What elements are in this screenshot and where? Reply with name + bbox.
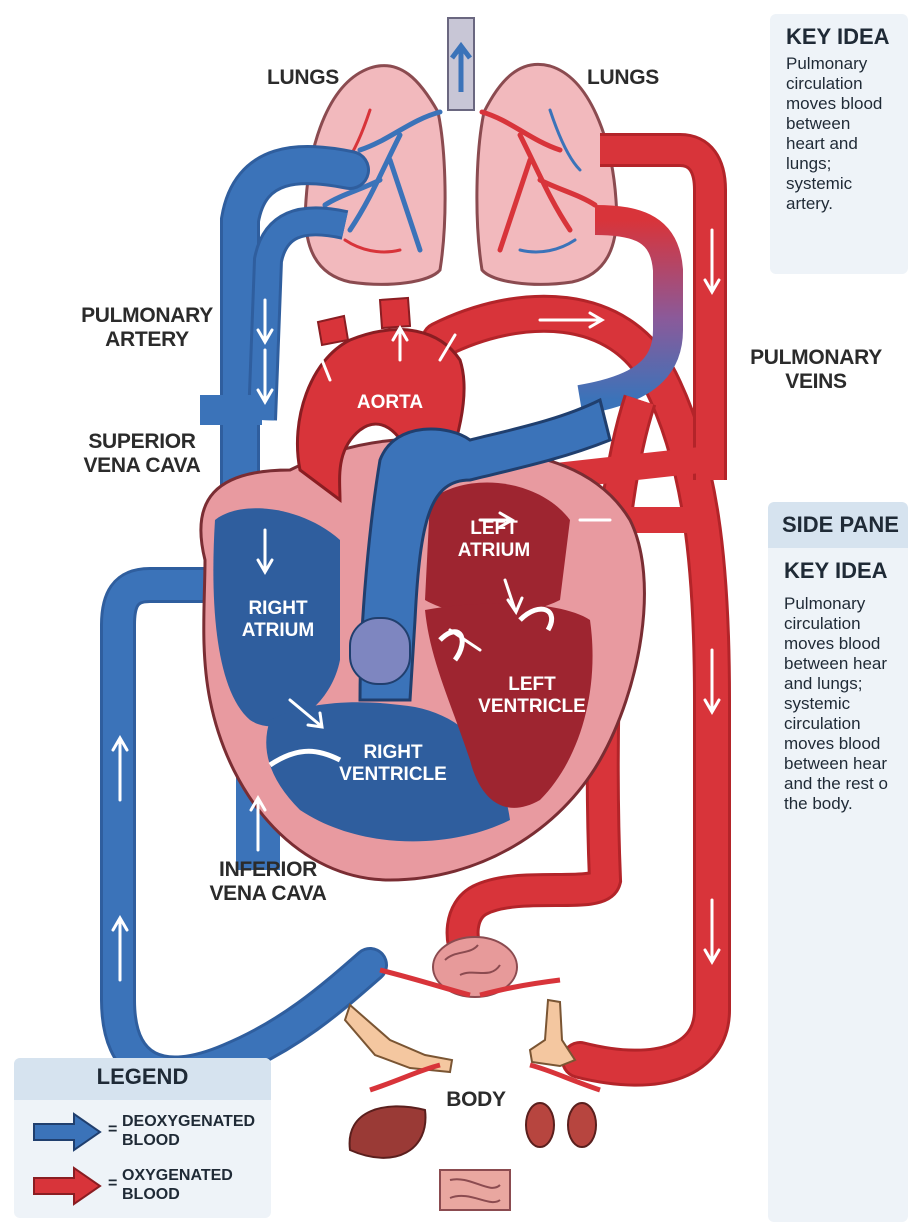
label-body: BODY — [434, 1088, 518, 1112]
legend-label-deoxygenated: DEOXYGENATED BLOOD — [122, 1112, 255, 1150]
key-idea-top-panel: KEY IDEA Pulmonary circulation moves blo… — [770, 14, 908, 274]
arm-icon — [345, 1005, 452, 1072]
aorta-branch-1 — [318, 316, 348, 345]
pulmonary-valve — [350, 618, 410, 684]
oxygenated-arrow-icon — [30, 1164, 104, 1208]
label-right-atrium: RIGHT ATRIUM — [226, 598, 330, 642]
label-left-ventricle: LEFT VENTRICLE — [468, 674, 596, 718]
label-lungs-left: LUNGS — [265, 66, 341, 90]
deoxygenated-arrow-icon — [30, 1110, 104, 1154]
liver-icon — [350, 1106, 426, 1157]
side-panel-header: SIDE PANE — [782, 512, 899, 538]
label-pulmonary-artery: PULMONARY ARTERY — [78, 304, 216, 352]
side-panel-text: Pulmonary circulation moves blood betwee… — [784, 594, 908, 814]
label-lungs-right: LUNGS — [585, 66, 661, 90]
intestines-icon — [440, 1170, 510, 1210]
label-superior-vena-cava: SUPERIOR VENA CAVA — [80, 430, 204, 478]
kidneys-icon — [526, 1103, 596, 1147]
side-panel: SIDE PANE KEY IDEA Pulmonary circulation… — [768, 502, 908, 1222]
legend-title: LEGEND — [14, 1064, 271, 1090]
legend-label-oxygenated: OXYGENATED BLOOD — [122, 1166, 233, 1204]
label-inferior-vena-cava: INFERIOR VENA CAVA — [200, 858, 336, 906]
label-right-ventricle: RIGHT VENTRICLE — [320, 742, 466, 786]
aorta-branch-2 — [380, 298, 410, 328]
legend: LEGEND = DEOXYGENATED BLOOD = OXYGENATED… — [14, 1058, 271, 1218]
side-panel-title: KEY IDEA — [784, 558, 888, 584]
label-aorta: AORTA — [340, 392, 440, 414]
key-idea-top-title: KEY IDEA — [786, 24, 890, 50]
label-left-atrium: LEFT ATRIUM — [450, 518, 538, 562]
key-idea-top-text: Pulmonary circulation moves blood betwee… — [786, 54, 908, 214]
foot-icon — [530, 1000, 575, 1066]
legend-item-deoxygenated: = DEOXYGENATED BLOOD — [30, 1110, 265, 1158]
label-pulmonary-veins: PULMONARY VEINS — [740, 346, 892, 394]
legend-item-oxygenated: = OXYGENATED BLOOD — [30, 1164, 265, 1212]
